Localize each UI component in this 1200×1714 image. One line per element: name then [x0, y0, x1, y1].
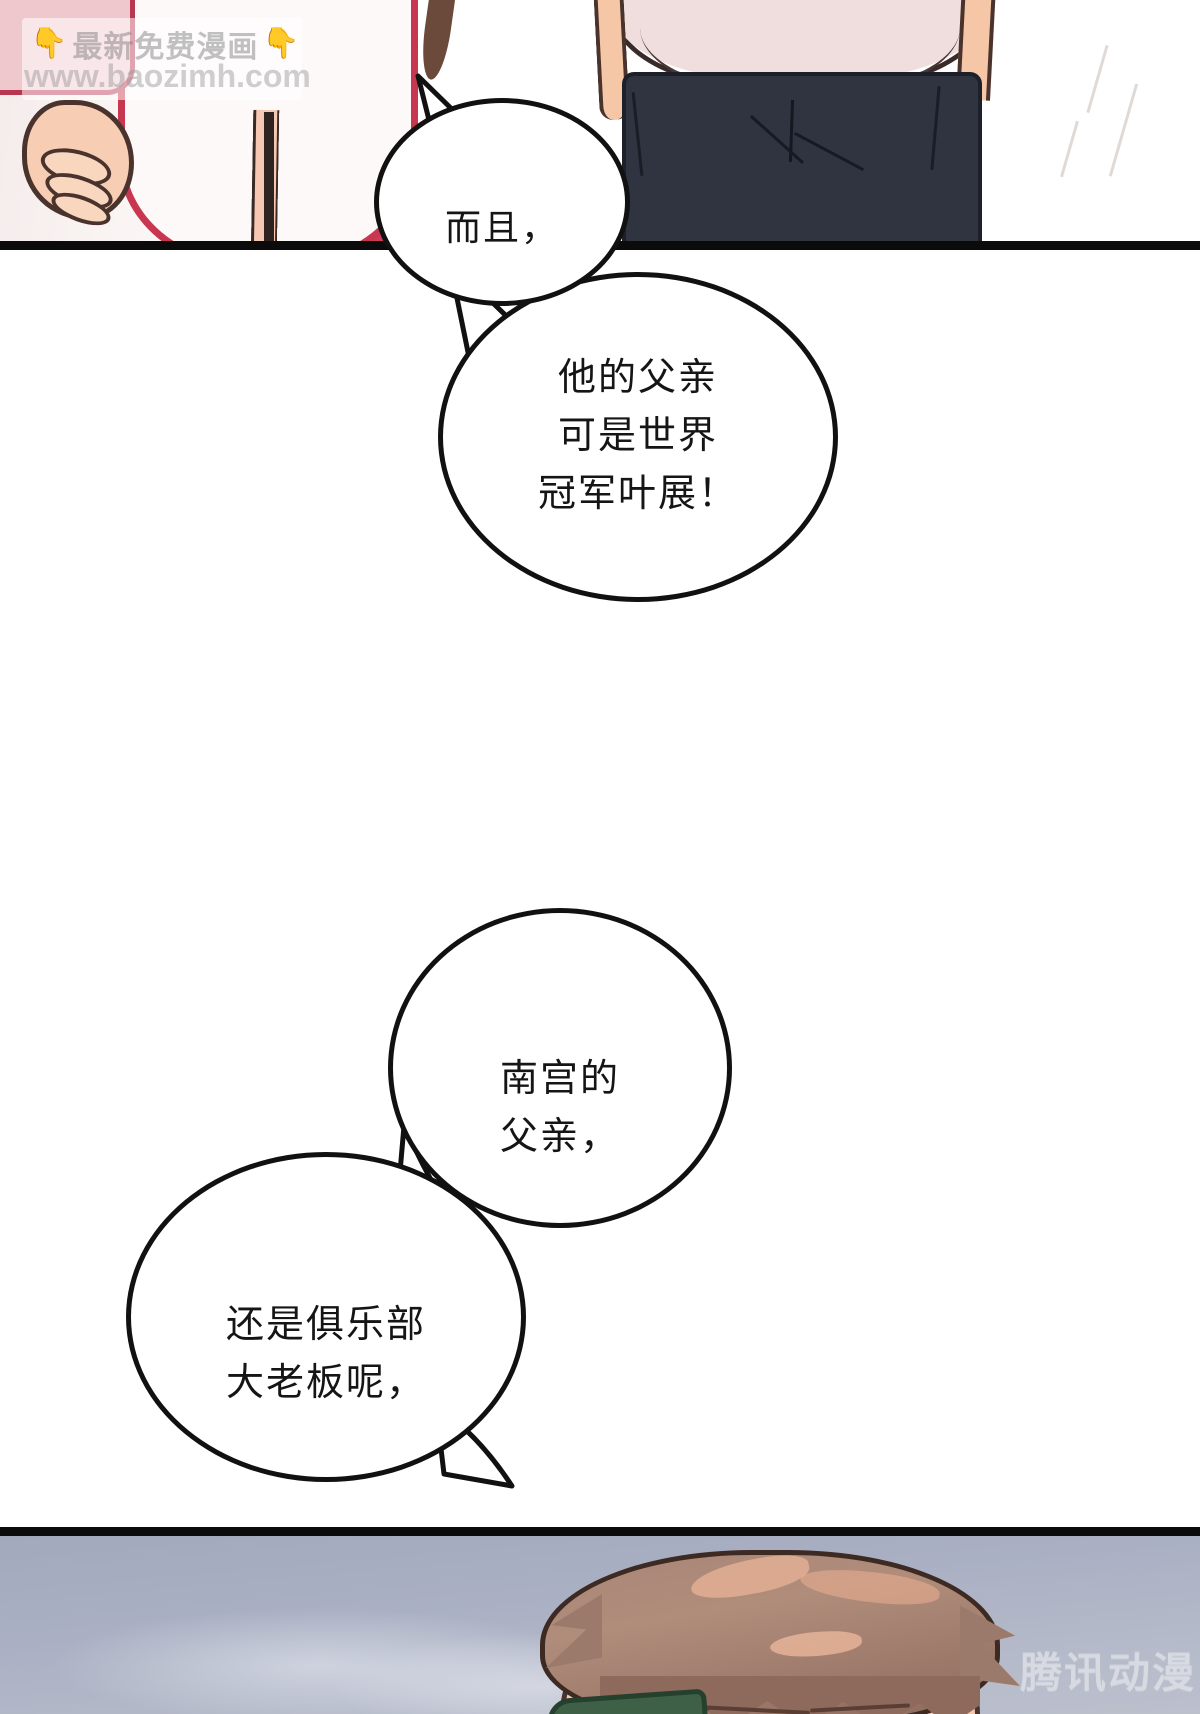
- watermark-bottom-publisher: 腾讯动漫: [1019, 1649, 1196, 1696]
- speech-bubble-1-text: 而且，: [444, 206, 559, 248]
- speech-bubble-4: 还是俱乐部 大老板呢，: [126, 1152, 526, 1482]
- speed-line: [1086, 44, 1109, 114]
- watermark-top-line1-row: 👇 最新免费漫画 👇: [30, 22, 300, 66]
- watermark-top-line1-text: 最新免费漫画: [72, 31, 259, 64]
- speech-bubble-3-text: 南宫的 父亲，: [499, 1058, 620, 1158]
- pointing-down-hand-icon-right: 👇: [262, 27, 301, 60]
- speech-bubble-2-text: 他的父亲 可是世界 冠军叶展！: [537, 357, 738, 515]
- speed-line: [1108, 83, 1139, 177]
- figure-girl-leg-shadow: [264, 112, 274, 241]
- speech-bubble-2: 他的父亲 可是世界 冠军叶展！: [438, 272, 838, 602]
- pointing-down-hand-icon-left: 👇: [30, 27, 69, 60]
- figure-boy-trousers: [622, 72, 982, 241]
- speech-bubble-4-text: 还是俱乐部 大老板呢，: [225, 1304, 426, 1404]
- speech-bubble-1: 而且，: [374, 98, 630, 306]
- watermark-top-url: www.baozimh.com: [24, 58, 311, 94]
- speech-bubble-3: 南宫的 父亲，: [388, 908, 732, 1228]
- panel-bottom: 腾讯动漫: [0, 1527, 1200, 1714]
- speed-line: [1060, 120, 1079, 178]
